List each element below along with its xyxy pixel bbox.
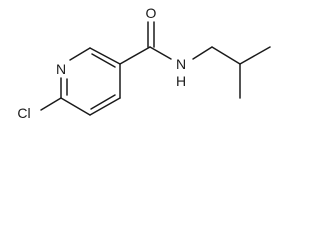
amide-group <box>119 21 172 65</box>
bond-ch-ch3-up <box>239 46 271 65</box>
bond-c2-c3 <box>89 47 121 65</box>
bond-ch2-ch <box>211 46 241 65</box>
molecule-structure-diagram: O N H N Cl <box>17 5 271 121</box>
bond-c6-cl <box>40 97 62 111</box>
bond-n-ch2 <box>192 46 213 60</box>
bond-carbonyl-n <box>149 46 172 60</box>
bond-c3-carbonyl <box>119 46 151 65</box>
double-bond-c4-c5-inner <box>90 94 116 110</box>
bond-c5-c6 <box>60 97 91 116</box>
amide-hydrogen-label: H <box>176 73 186 89</box>
oxygen-atom-label: O <box>146 5 157 21</box>
bond-n1-c2 <box>69 47 91 61</box>
double-bond-c2-c3-inner <box>91 53 116 68</box>
isobutyl-chain <box>192 46 271 99</box>
ring-nitrogen-label: N <box>56 61 66 77</box>
pyridine-ring <box>60 47 121 116</box>
bond-c4-c5 <box>89 97 121 116</box>
chlorine-atom-label: Cl <box>17 105 30 121</box>
amide-nitrogen-label: N <box>176 56 186 72</box>
